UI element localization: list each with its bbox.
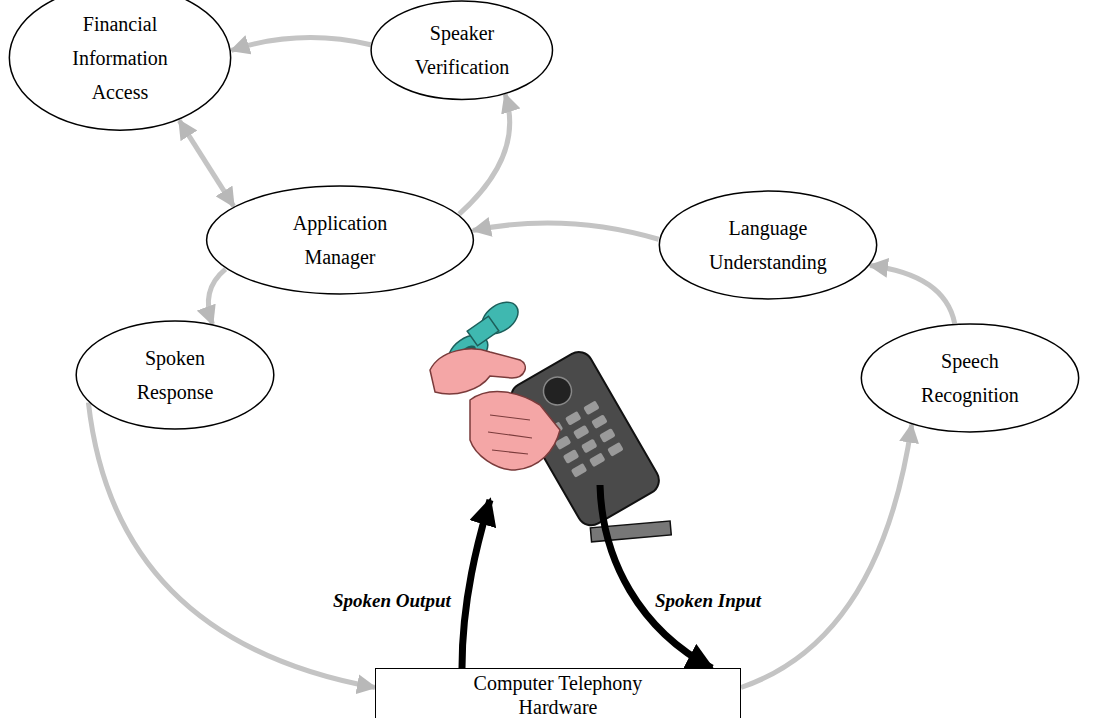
node-label: Financial Information Access	[55, 7, 185, 109]
flow-arrow	[231, 38, 370, 51]
flow-arrow	[870, 266, 955, 324]
process-ellipse: Speech Recognition	[860, 323, 1080, 433]
node-label: Speech Recognition	[908, 344, 1033, 412]
node-label-group: Language Understanding	[693, 211, 843, 279]
node-label: Language Understanding	[693, 211, 843, 279]
flow-arrow	[459, 94, 510, 214]
process-ellipse: Speaker Verification	[370, 0, 554, 100]
ellipse-outline	[205, 185, 475, 295]
process-ellipse: Language Understanding	[658, 190, 878, 300]
flow-arrow	[88, 403, 375, 688]
node-label-group: Speaker Verification	[399, 16, 524, 84]
node-label: Spoken Response	[120, 341, 230, 409]
spoken-output-arrow	[462, 500, 490, 668]
data-source-ellipse: Financial Information Access	[8, 0, 232, 132]
flow-arrow	[741, 425, 912, 688]
node-label-group: Spoken Response	[120, 341, 230, 409]
flow-arrow	[208, 269, 225, 324]
ellipse-outline	[860, 323, 1080, 433]
node-label-group: Financial Information Access	[55, 7, 185, 109]
spoken-input-arrow	[600, 485, 712, 668]
ellipse-outline	[658, 190, 878, 300]
ellipse-outline	[75, 320, 275, 430]
node-label: Computer Telephony Hardware	[443, 671, 673, 718]
flow-arrow	[473, 223, 659, 239]
phone-illustration	[430, 296, 687, 571]
ellipse-outline	[370, 0, 554, 100]
node-label-group: Speech Recognition	[908, 344, 1033, 412]
process-ellipse: Application Manager	[205, 185, 475, 295]
signal-label: Spoken Output	[330, 590, 454, 612]
hardware-box: Computer Telephony Hardware	[375, 668, 741, 718]
signal-label: Spoken Input	[652, 590, 764, 612]
flow-arrow	[179, 121, 233, 207]
node-label-group: Computer Telephony Hardware	[443, 671, 673, 718]
process-ellipse: Spoken Response	[75, 320, 275, 430]
node-label-group: Application Manager	[273, 206, 408, 274]
node-label: Application Manager	[273, 206, 408, 274]
node-label: Speaker Verification	[399, 16, 524, 84]
